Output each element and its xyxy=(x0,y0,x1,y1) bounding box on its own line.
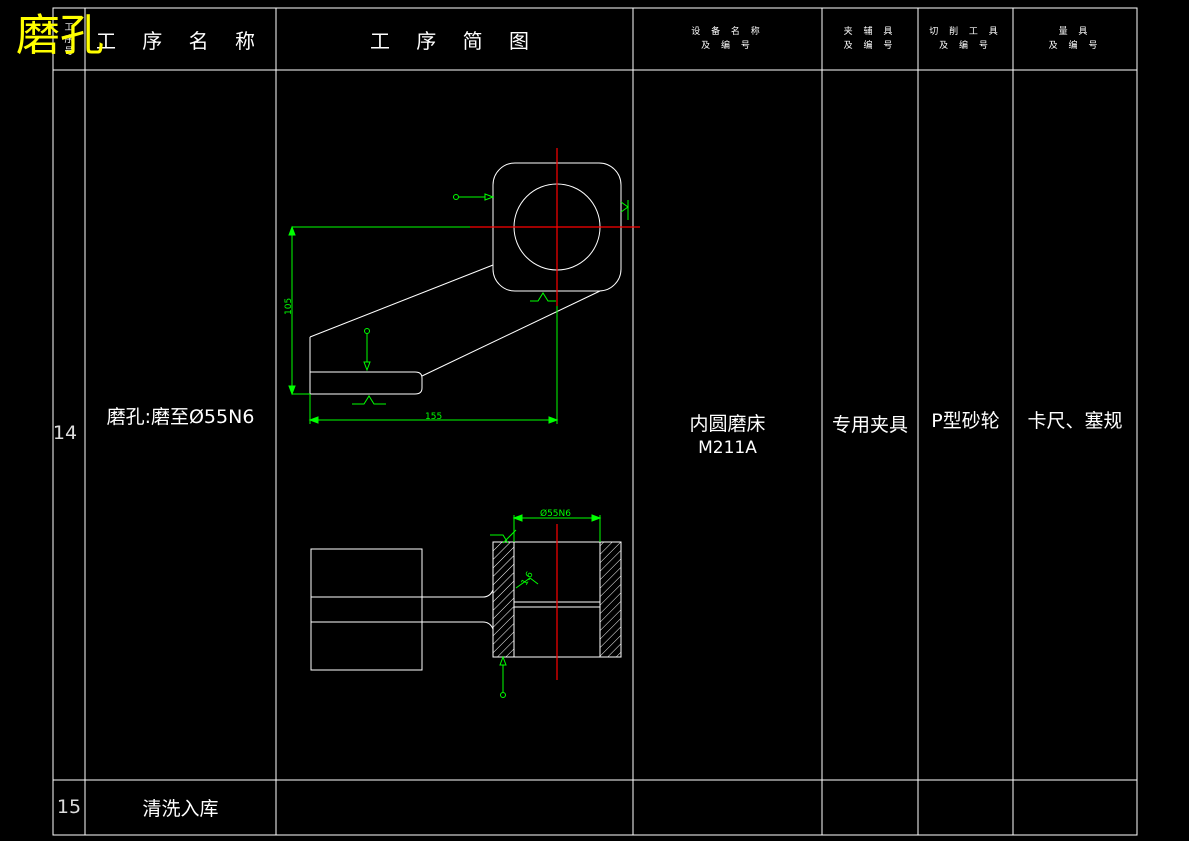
header-sketch: 工 序 简 图 xyxy=(369,28,540,53)
header-equipment-line1: 设 备 名 称 xyxy=(691,27,764,37)
header-fixture-line2: 及 编 号 xyxy=(843,41,897,51)
header-fixture-line1: 夹 辅 具 xyxy=(843,27,897,37)
dim-diameter-label: Ø55N6 xyxy=(540,508,571,519)
row-14-equipment-name: 内圆磨床 xyxy=(689,413,766,435)
row-14-fixture: 专用夹具 xyxy=(831,413,908,436)
section-view xyxy=(310,541,622,671)
row-14-equipment-code: M211A xyxy=(698,438,757,458)
row-15-name: 清洗入库 xyxy=(142,797,219,820)
top-view xyxy=(309,162,622,395)
dim-chamfer-label: 1.6 xyxy=(520,570,536,588)
header-tool-line1: 切 削 工 具 xyxy=(929,27,1002,37)
header-step-no: 工 序 号 xyxy=(64,23,74,57)
row-14-name: 磨孔:磨至Ø55N6 xyxy=(106,405,255,428)
header-tool-line2: 及 编 号 xyxy=(939,41,992,51)
header-gauge-line1: 量 具 xyxy=(1058,27,1092,37)
top-centerlines xyxy=(470,148,640,306)
row-15-no: 15 xyxy=(56,796,82,818)
header-step-name: 工 序 名 称 xyxy=(95,28,266,53)
dim-length-label: 155 xyxy=(425,412,442,422)
table-grid xyxy=(52,7,1138,836)
header-fixture: 夹 辅 具 及 编 号 xyxy=(822,8,918,70)
header-tool: 切 削 工 具 及 编 号 xyxy=(918,8,1013,70)
header-gauge-line2: 及 编 号 xyxy=(1048,41,1102,51)
top-dimensions xyxy=(288,193,629,424)
row-14-gauge: 卡尺、塞规 xyxy=(1027,409,1123,432)
row-14-equipment: 内圆磨床 M211A xyxy=(633,408,822,464)
overlay-title: 磨孔 xyxy=(16,10,104,61)
header-equipment-line2: 及 编 号 xyxy=(701,41,754,51)
dim-height-label: 105 xyxy=(284,298,294,315)
row-14-no: 14 xyxy=(52,422,78,444)
header-equipment: 设 备 名 称 及 编 号 xyxy=(633,8,822,70)
header-gauge: 量 具 及 编 号 xyxy=(1013,8,1137,70)
row-14-tool: P型砂轮 xyxy=(931,409,1000,432)
section-dimensions xyxy=(490,514,602,698)
